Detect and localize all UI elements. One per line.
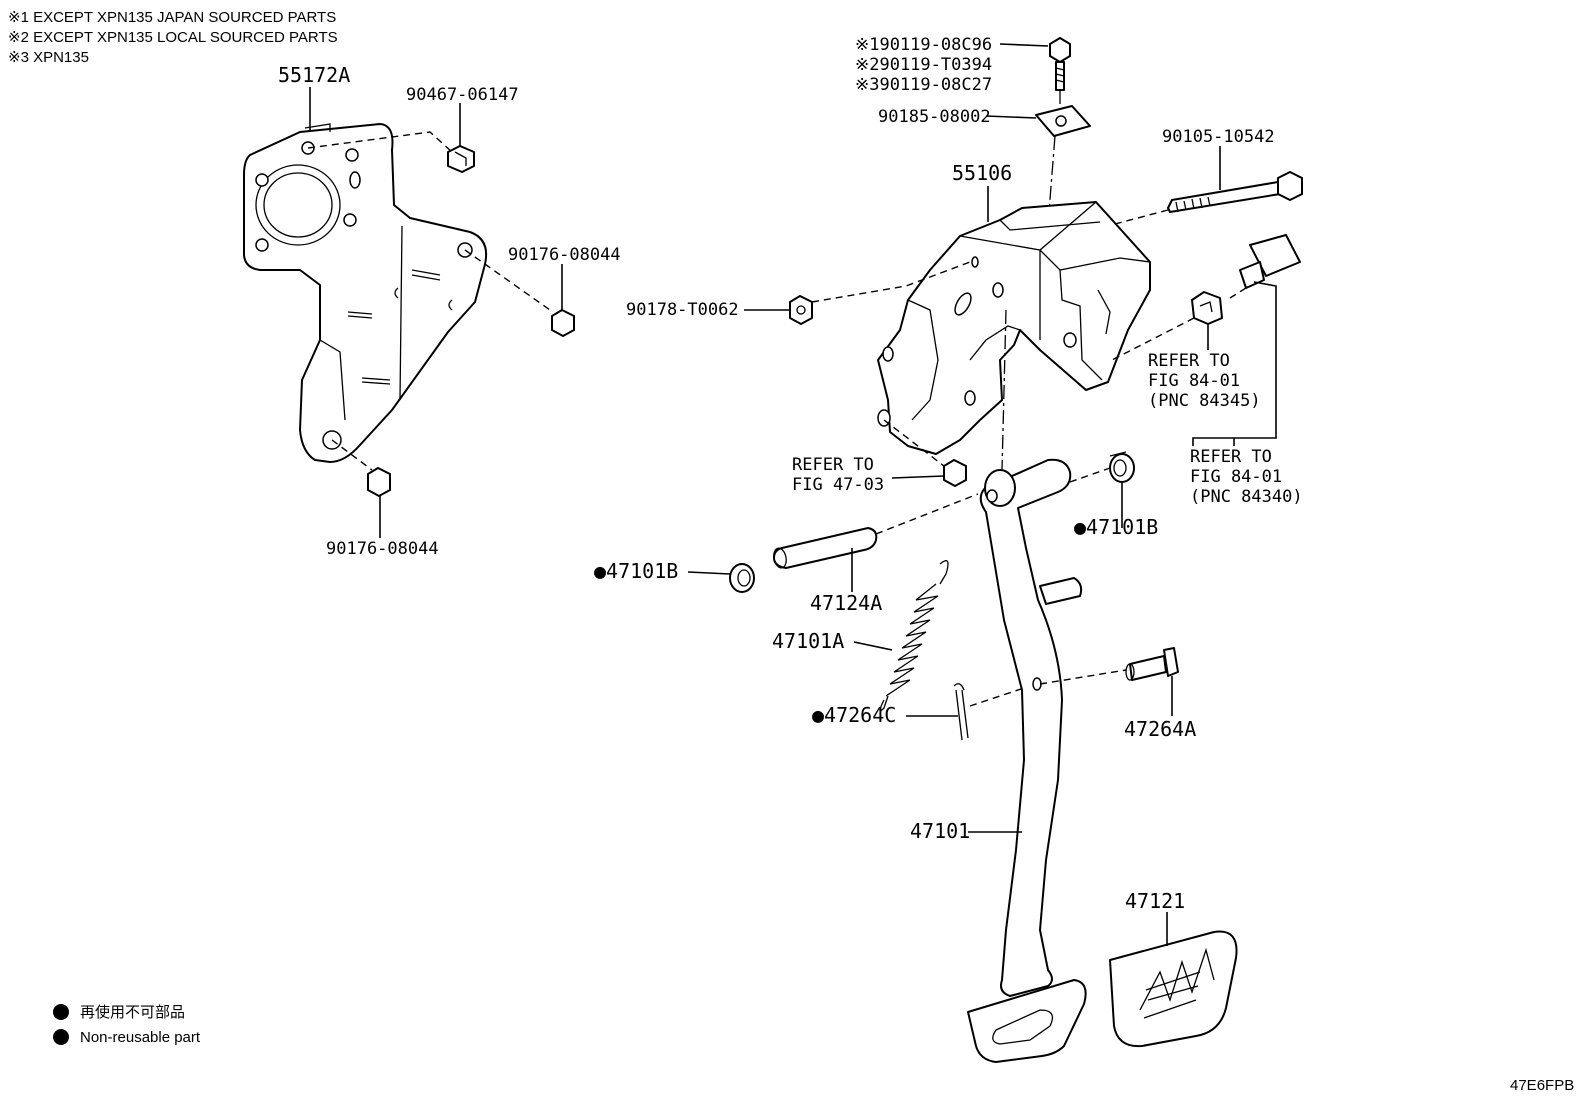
label-47101b-right: ●47101B <box>1074 515 1158 539</box>
brake-pedal-arm-47101[interactable] <box>967 458 1087 1063</box>
label-90119-08c96: ※190119-08C96 <box>855 35 992 55</box>
nut-90176-08044-upper[interactable] <box>551 309 575 337</box>
stop-light-switch[interactable] <box>1239 234 1301 289</box>
nut-90176-08044-lower[interactable] <box>367 467 391 497</box>
ref-84345-line-3: (PNC 84345) <box>1148 391 1261 411</box>
pedal-pad-47121[interactable] <box>1109 930 1238 1048</box>
label-47101b-left: ●47101B <box>594 559 678 583</box>
nut-90467-06147[interactable] <box>447 145 475 173</box>
label-90185-08002: 90185-08002 <box>878 107 991 127</box>
ref-84340-line-3: (PNC 84340) <box>1190 487 1303 507</box>
label-47101a: 47101A <box>772 629 844 653</box>
ref-84345-line-2: FIG 84-01 <box>1148 371 1240 391</box>
bolt-90119[interactable] <box>1049 37 1071 91</box>
ref-84340-line-1: REFER TO <box>1190 447 1272 467</box>
legend-jp: 再使用不可部品 <box>80 1004 185 1021</box>
clip-nut-90185-08002[interactable] <box>1035 105 1091 137</box>
label-90178-t0062: 90178-T0062 <box>626 300 739 320</box>
label-47121: 47121 <box>1125 889 1185 913</box>
label-90119-t0394: ※290119-T0394 <box>855 55 992 75</box>
note-line-2: ※2 EXCEPT XPN135 LOCAL SOURCED PARTS <box>8 29 338 46</box>
legend-bullet-en <box>53 1029 69 1045</box>
legend-en: Non-reusable part <box>80 1029 201 1046</box>
label-90119-08c27: ※390119-08C27 <box>855 75 992 95</box>
ref-47-03-line-1: REFER TO <box>792 455 874 475</box>
nut-90178-t0062[interactable] <box>789 295 813 325</box>
bolt-90105-10542[interactable] <box>1167 171 1303 213</box>
label-47264a: 47264A <box>1124 717 1196 741</box>
clip-47264c[interactable] <box>953 683 969 741</box>
label-90105-10542: 90105-10542 <box>1162 127 1275 147</box>
return-spring-47101a[interactable] <box>879 560 949 712</box>
label-90467-06147: 90467-06147 <box>406 85 519 105</box>
switch-clip[interactable] <box>1191 291 1223 325</box>
label-55172a: 55172A <box>278 63 350 87</box>
ref-47-03-line-2: FIG 47-03 <box>792 475 884 495</box>
note-line-3: ※3 XPN135 <box>8 49 89 66</box>
bushing-47101b-right[interactable] <box>1109 451 1135 483</box>
nut-ref-47-03[interactable] <box>943 459 967 487</box>
ref-84345-line-1: REFER TO <box>1148 351 1230 371</box>
label-47124a: 47124A <box>810 591 882 615</box>
label-90176-08044-upper: 90176-08044 <box>508 245 621 265</box>
pedal-support-55106[interactable] <box>877 201 1151 455</box>
bracket-55172a[interactable] <box>243 123 488 463</box>
label-90176-08044-lower: 90176-08044 <box>326 539 439 559</box>
ref-84340-line-2: FIG 84-01 <box>1190 467 1282 487</box>
label-47101: 47101 <box>910 819 970 843</box>
pin-47264a[interactable] <box>1125 647 1179 681</box>
label-47264c: ●47264C <box>812 703 896 727</box>
note-line-1: ※1 EXCEPT XPN135 JAPAN SOURCED PARTS <box>8 9 336 26</box>
label-55106: 55106 <box>952 161 1012 185</box>
collar-47124a[interactable] <box>772 527 878 569</box>
legend-bullet-jp <box>53 1004 69 1020</box>
figure-code: 47E6FPB <box>1510 1077 1574 1094</box>
bushing-47101b-left[interactable] <box>729 563 755 593</box>
